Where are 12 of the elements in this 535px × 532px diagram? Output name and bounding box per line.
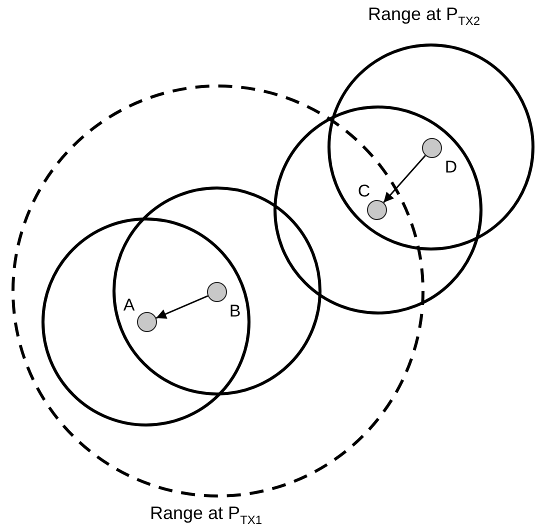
node-dot: [207, 282, 227, 302]
range-label: Range at P$_{TX2}$: [368, 4, 480, 28]
node-label: A: [123, 296, 135, 314]
node-label: D: [444, 158, 458, 176]
arrow: [383, 154, 426, 204]
range-label: Range at P$_{TX1}$: [150, 503, 262, 528]
node-dot: [367, 200, 387, 220]
node-dot: [422, 138, 442, 158]
arrow: [156, 295, 208, 319]
node-label: C: [358, 182, 370, 200]
node-dot: [137, 312, 157, 332]
node-label: B: [229, 302, 241, 320]
